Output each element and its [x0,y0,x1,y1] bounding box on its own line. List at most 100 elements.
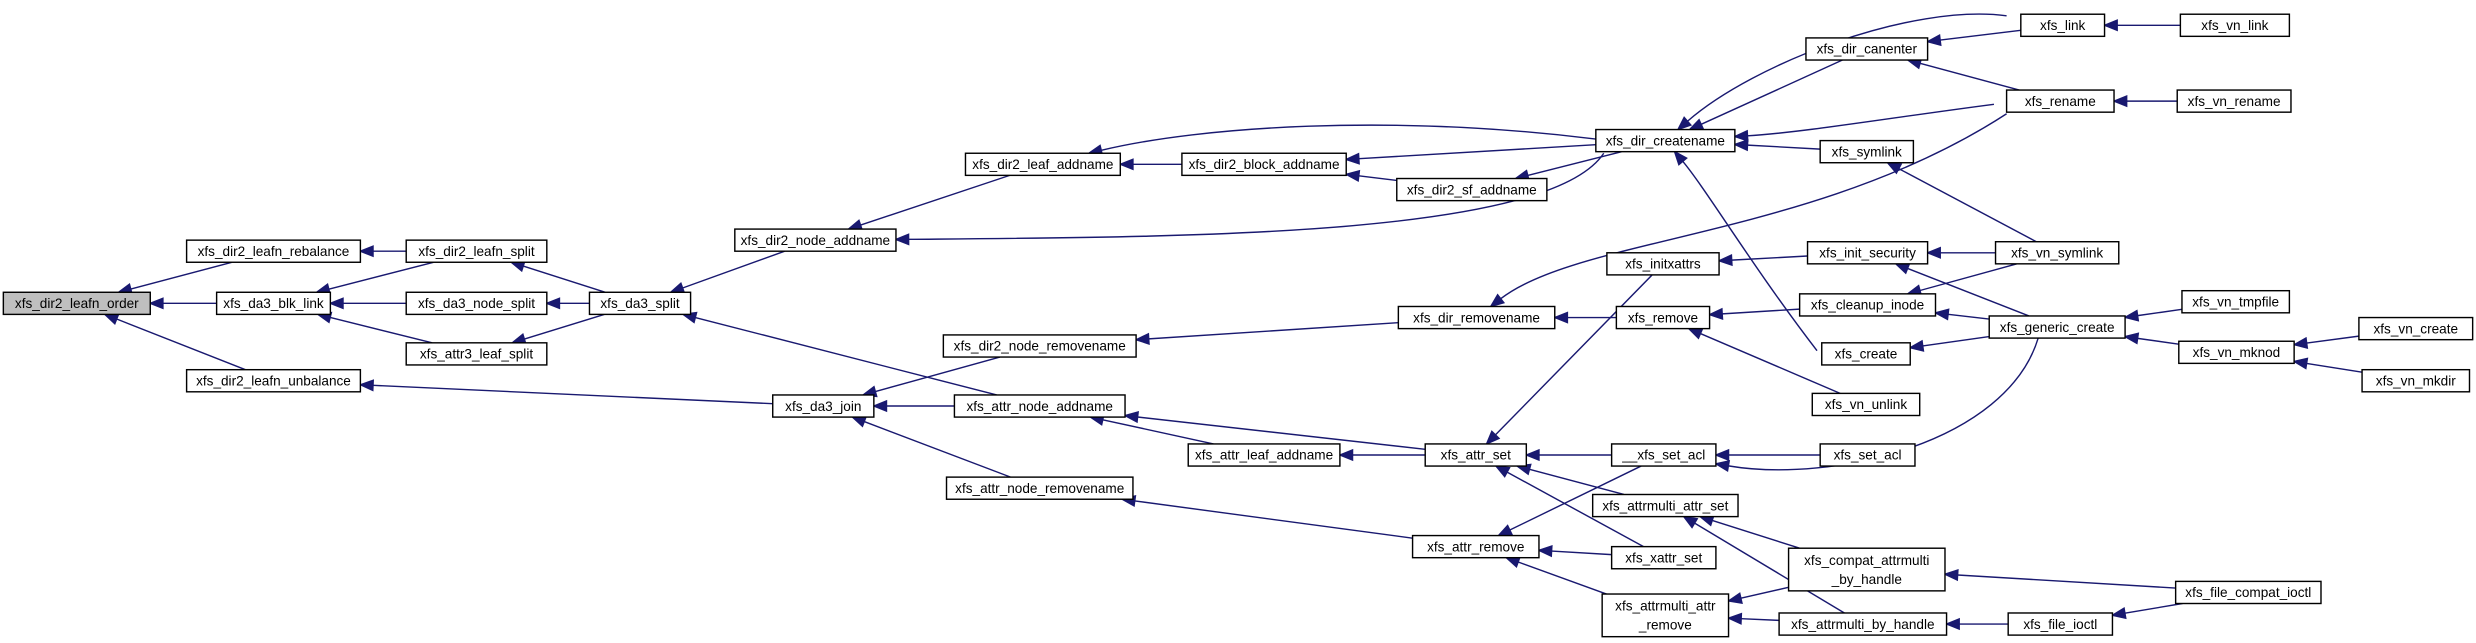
node-xfs-file-compat-ioctl[interactable]: xfs_file_compat_ioctl [2174,580,2322,605]
node-label: xfs_attr_node_removename [955,481,1124,496]
node-label: xfs_attr_set [1441,448,1511,463]
node-xfs-da3-split[interactable]: xfs_da3_split [588,291,692,316]
node-xfs-attr-node-addname[interactable]: xfs_attr_node_addname [953,394,1126,418]
edge-xfs-rename-to-xfs-dir-canenter [1905,57,2020,91]
edge-line [1747,103,1995,137]
node-xfs-dir2-node-addname[interactable]: xfs_dir2_node_addname [734,228,897,252]
edge-line [863,420,1011,478]
edge-arrowhead [148,297,164,310]
node-label: xfs_dir2_block_addname [1189,157,1340,172]
node-xfs-initxattrs[interactable]: xfs_initxattrs [1606,252,1720,276]
node-label: xfs_attrmulti_attr [1615,599,1716,614]
node-xfs-vn-tmpfile[interactable]: xfs_vn_tmpfile [2181,289,2291,314]
edge-line [1694,522,1845,614]
node-xfs-attr-remove[interactable]: xfs_attr_remove [1411,534,1540,559]
edge-arrowhead [1676,116,1693,131]
node-xfs-vn-rename[interactable]: xfs_vn_rename [2176,89,2292,113]
node-xfs-generic-create[interactable]: xfs_generic_create [1988,315,2126,339]
edge-xfs-da3-split-to-xfs-dir2-leafn-split [509,260,606,293]
node-xfs-dir2-leafn-order[interactable]: xfs_dir2_leafn_order [2,291,151,316]
edge-xfs-set-acl-to-xfs-set-acl [1713,448,1821,462]
node-xfs-init-security[interactable]: xfs_init_security [1806,241,1929,265]
edge-arrowhead [1682,515,1699,529]
node-xfs-attr-node-removename[interactable]: xfs_attr_node_removename [945,476,1134,500]
node-xfs-attr-set[interactable]: xfs_attr_set [1424,443,1528,467]
edge-xfs-vn-mkdir-to-xfs-vn-mknod [2292,357,2363,373]
node-xfs-rename[interactable]: xfs_rename [2005,89,2115,113]
node-xfs-da3-blk-link[interactable]: xfs_da3_blk_link [215,291,332,316]
node-label: xfs_cleanup_inode [1811,298,1924,313]
node-box [2174,580,2322,605]
edge-xfs-attrmulti-by-handle-to-xfs-attrmulti-attr-set [1682,515,1845,614]
node-box [1994,241,2120,265]
edge-xfs-attr-node-removename-to-xfs-da3-join [850,416,1011,478]
node-xfs-symlink[interactable]: xfs_symlink [1819,139,1915,164]
edge-arrowhead [1123,411,1139,424]
node-xfs-compat-attrmulti-by-handle[interactable]: xfs_compat_attrmulti_by_handle [1787,547,1946,592]
node-label: xfs_vn_link [2201,18,2268,33]
node-xfs-dir2-leaf-addname[interactable]: xfs_dir2_leaf_addname [964,152,1122,177]
node-box [1397,305,1556,330]
node-label: xfs_vn_rename [2188,94,2281,109]
node-xfs-dir-removename[interactable]: xfs_dir_removename [1397,305,1556,330]
node-xfs-dir2-leafn-rebalance[interactable]: xfs_dir2_leafn_rebalance [185,239,362,263]
node-label: xfs_set_acl [1834,448,1902,463]
node-xfs-xattr-set[interactable]: xfs_xattr_set [1610,545,1717,570]
node-box [1819,139,1915,164]
edge-xfs-symlink-to-xfs-dir-createname [1732,139,1821,152]
edge-xfs-initxattrs-to-xfs-attr-set [1485,274,1653,446]
node-label: xfs_dir2_node_removename [954,339,1126,354]
node-xfs-vn-link[interactable]: xfs_vn_link [2179,13,2291,38]
node-xfs-da3-join[interactable]: xfs_da3_join [772,394,875,418]
node-xfs-vn-mknod[interactable]: xfs_vn_mknod [2178,340,2295,365]
edge-arrowhead [2292,357,2309,370]
edge-line [1500,113,2007,300]
node-label: xfs_dir_createname [1606,133,1725,148]
edge-line [1747,144,1821,150]
node-label: xfs_init_security [1819,246,1916,261]
node-xfs-dir2-block-addname[interactable]: xfs_dir2_block_addname [1181,152,1347,177]
node-xfs-cleanup-inode[interactable]: xfs_cleanup_inode [1798,293,1937,317]
edge-line [695,316,997,396]
edge-xfs-remove-to-xfs-dir-removename [1552,311,1617,324]
node-xfs-link[interactable]: xfs_link [2020,13,2106,38]
node-xfs-remove[interactable]: xfs_remove [1615,305,1711,330]
node-xfs-attr3-leaf-split[interactable]: xfs_attr3_leaf_split [405,342,548,366]
edge-line [1687,13,2007,122]
node-xfs-set-acl[interactable]: __xfs_set_acl [1610,443,1717,467]
node-xfs-da3-node-split[interactable]: xfs_da3_node_split [405,291,548,316]
node-label: xfs_symlink [1832,144,1902,159]
node-xfs-vn-create[interactable]: xfs_vn_create [2358,316,2474,341]
node-xfs-vn-symlink[interactable]: xfs_vn_symlink [1994,241,2120,265]
node-xfs-attrmulti-attr-set[interactable]: xfs_attrmulti_attr_set [1591,493,1739,518]
node-xfs-dir2-leafn-split[interactable]: xfs_dir2_leafn_split [405,239,548,263]
node-xfs-create[interactable]: xfs_create [1821,342,1911,366]
node-xfs-dir2-node-removename[interactable]: xfs_dir2_node_removename [942,334,1137,358]
edge-arrowhead [358,245,374,258]
node-xfs-attr-leaf-addname[interactable]: xfs_attr_leaf_addname [1187,443,1341,467]
edge-xfs-init-security-to-xfs-initxattrs [1717,253,1808,267]
edge-xfs-generic-create-to-xfs-init-security [1894,263,2030,317]
node-xfs-attrmulti-attr-remove[interactable]: xfs_attrmulti_attr_remove [1601,593,1730,638]
edge-line [1947,313,1990,320]
node-label: xfs_rename [2025,94,2096,109]
node-xfs-set-acl[interactable]: xfs_set_acl [1819,443,1916,467]
edge-arrowhead [1337,448,1354,462]
edge-arrowhead [2112,95,2128,108]
node-xfs-vn-unlink[interactable]: xfs_vn_unlink [1811,392,1921,417]
edge-xfs-compat-attrmulti-by-handle-to-xfs-attrmulti-attr-set [1698,514,1800,549]
node-box [1187,443,1341,467]
node-xfs-attrmulti-by-handle[interactable]: xfs_attrmulti_by_handle [1778,612,1948,636]
edge-line [1134,500,1413,539]
edge-line [1358,175,1397,182]
node-xfs-dir-canenter[interactable]: xfs_dir_canenter [1805,37,1929,61]
node-xfs-dir2-sf-addname[interactable]: xfs_dir2_sf_addname [1396,177,1548,202]
node-label: xfs_vn_mkdir [2376,373,2456,388]
node-xfs-dir2-leafn-unbalance[interactable]: xfs_dir2_leafn_unbalance [185,368,362,393]
node-xfs-file-ioctl[interactable]: xfs_file_ioctl [2007,612,2114,636]
node-label: xfs_create [1835,347,1898,362]
edge-xfs-dir-createname-to-xfs-dir2-node-addname [894,152,1605,246]
node-xfs-vn-mkdir[interactable]: xfs_vn_mkdir [2361,368,2471,393]
node-xfs-dir-createname[interactable]: xfs_dir_createname [1595,128,1736,153]
edge-arrowhead [2110,607,2127,620]
